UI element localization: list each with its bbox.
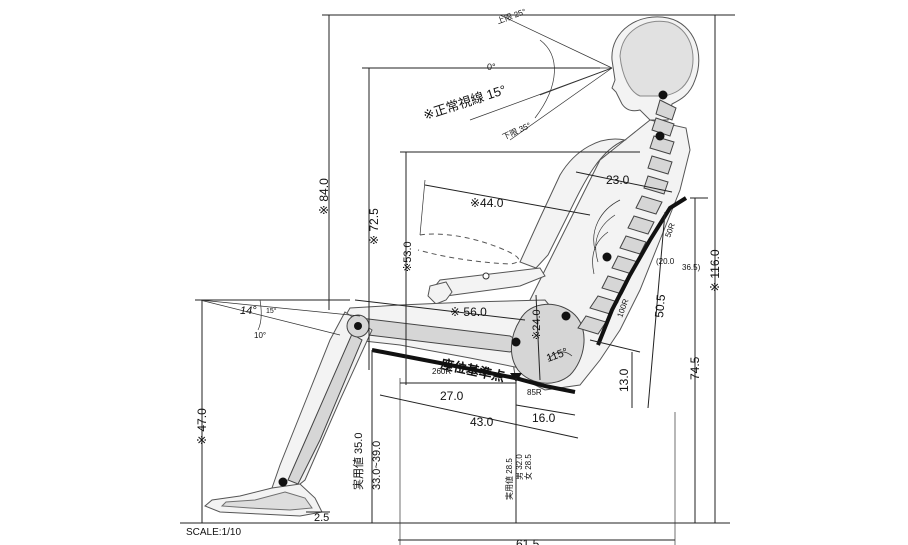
joint-ankle — [278, 477, 288, 487]
radius-260: 260R — [432, 367, 451, 376]
dim-43-0: 43.0 — [470, 415, 494, 429]
dim-23-0: 23.0 — [606, 173, 630, 187]
seated-human-figure — [204, 16, 700, 517]
angle-14: 14° — [240, 305, 257, 317]
angle-arcs — [199, 299, 361, 336]
dim-61-5: 61.5 — [516, 537, 540, 545]
joint-shoulder — [655, 131, 665, 141]
dim-50-5: 50.5 — [652, 293, 668, 318]
practical-value-28-5: 実用値 28.5 — [504, 458, 514, 500]
upper-arm — [519, 138, 627, 269]
dim-2-5: 2.5 — [314, 512, 329, 524]
dim-53-0: ※53.0 — [402, 241, 414, 272]
rib-cage — [592, 199, 621, 275]
joint-pelvis — [511, 337, 521, 347]
dim-13-0: 13.0 — [617, 368, 631, 392]
dim-16-0: 16.0 — [532, 411, 556, 425]
value-20-0: (20.0 — [656, 257, 675, 266]
joint-elbow — [602, 252, 612, 262]
dim-44-0: ※44.0 — [470, 196, 504, 210]
seat-height-practical: 実用値 35.0 — [351, 433, 365, 490]
sight-angle-down: 下限 35° — [501, 121, 532, 142]
backrest — [596, 196, 688, 346]
dim-84-0: ※ 84.0 — [317, 178, 331, 215]
sight-angle-level: 0° — [487, 62, 496, 72]
joint-neck — [658, 90, 668, 100]
joint-wrist — [482, 272, 490, 280]
pelvis — [511, 303, 585, 384]
dim-27-0: 27.0 — [440, 389, 464, 403]
dim-24-0: ※24.0 — [531, 309, 543, 340]
dim-56-0: ※ 56.0 — [450, 305, 487, 319]
female-value: 女 28.5 — [523, 454, 533, 480]
seat-height-range: 33.0~39.0 — [371, 441, 383, 490]
normal-sight-label: ※正常視線 15° — [421, 82, 508, 123]
dashed-arm-outline — [417, 233, 520, 265]
radius-85: 85R — [527, 388, 542, 397]
joint-knee — [354, 322, 362, 330]
seat-reference-marker — [510, 373, 522, 382]
foot-bones — [220, 491, 313, 511]
angle-15: 15° — [266, 307, 277, 315]
male-value: 男 32.0 — [515, 454, 524, 480]
joint-hip — [561, 311, 571, 321]
skull — [619, 20, 694, 97]
sight-lines — [430, 14, 613, 141]
dim-47-0: ※ 47.0 — [195, 408, 209, 445]
dim-116-0: ※ 116.0 — [708, 249, 722, 292]
hand — [427, 281, 453, 305]
dim-72-5: ※ 72.5 — [367, 208, 381, 245]
dim-74-5: 74.5 — [688, 356, 702, 380]
angle-10: 10° — [254, 331, 266, 340]
sight-angle-up: 上限 25° — [496, 7, 528, 26]
scale-label: SCALE:1/10 — [186, 527, 241, 538]
value-36-5: 36.5) — [682, 263, 701, 272]
